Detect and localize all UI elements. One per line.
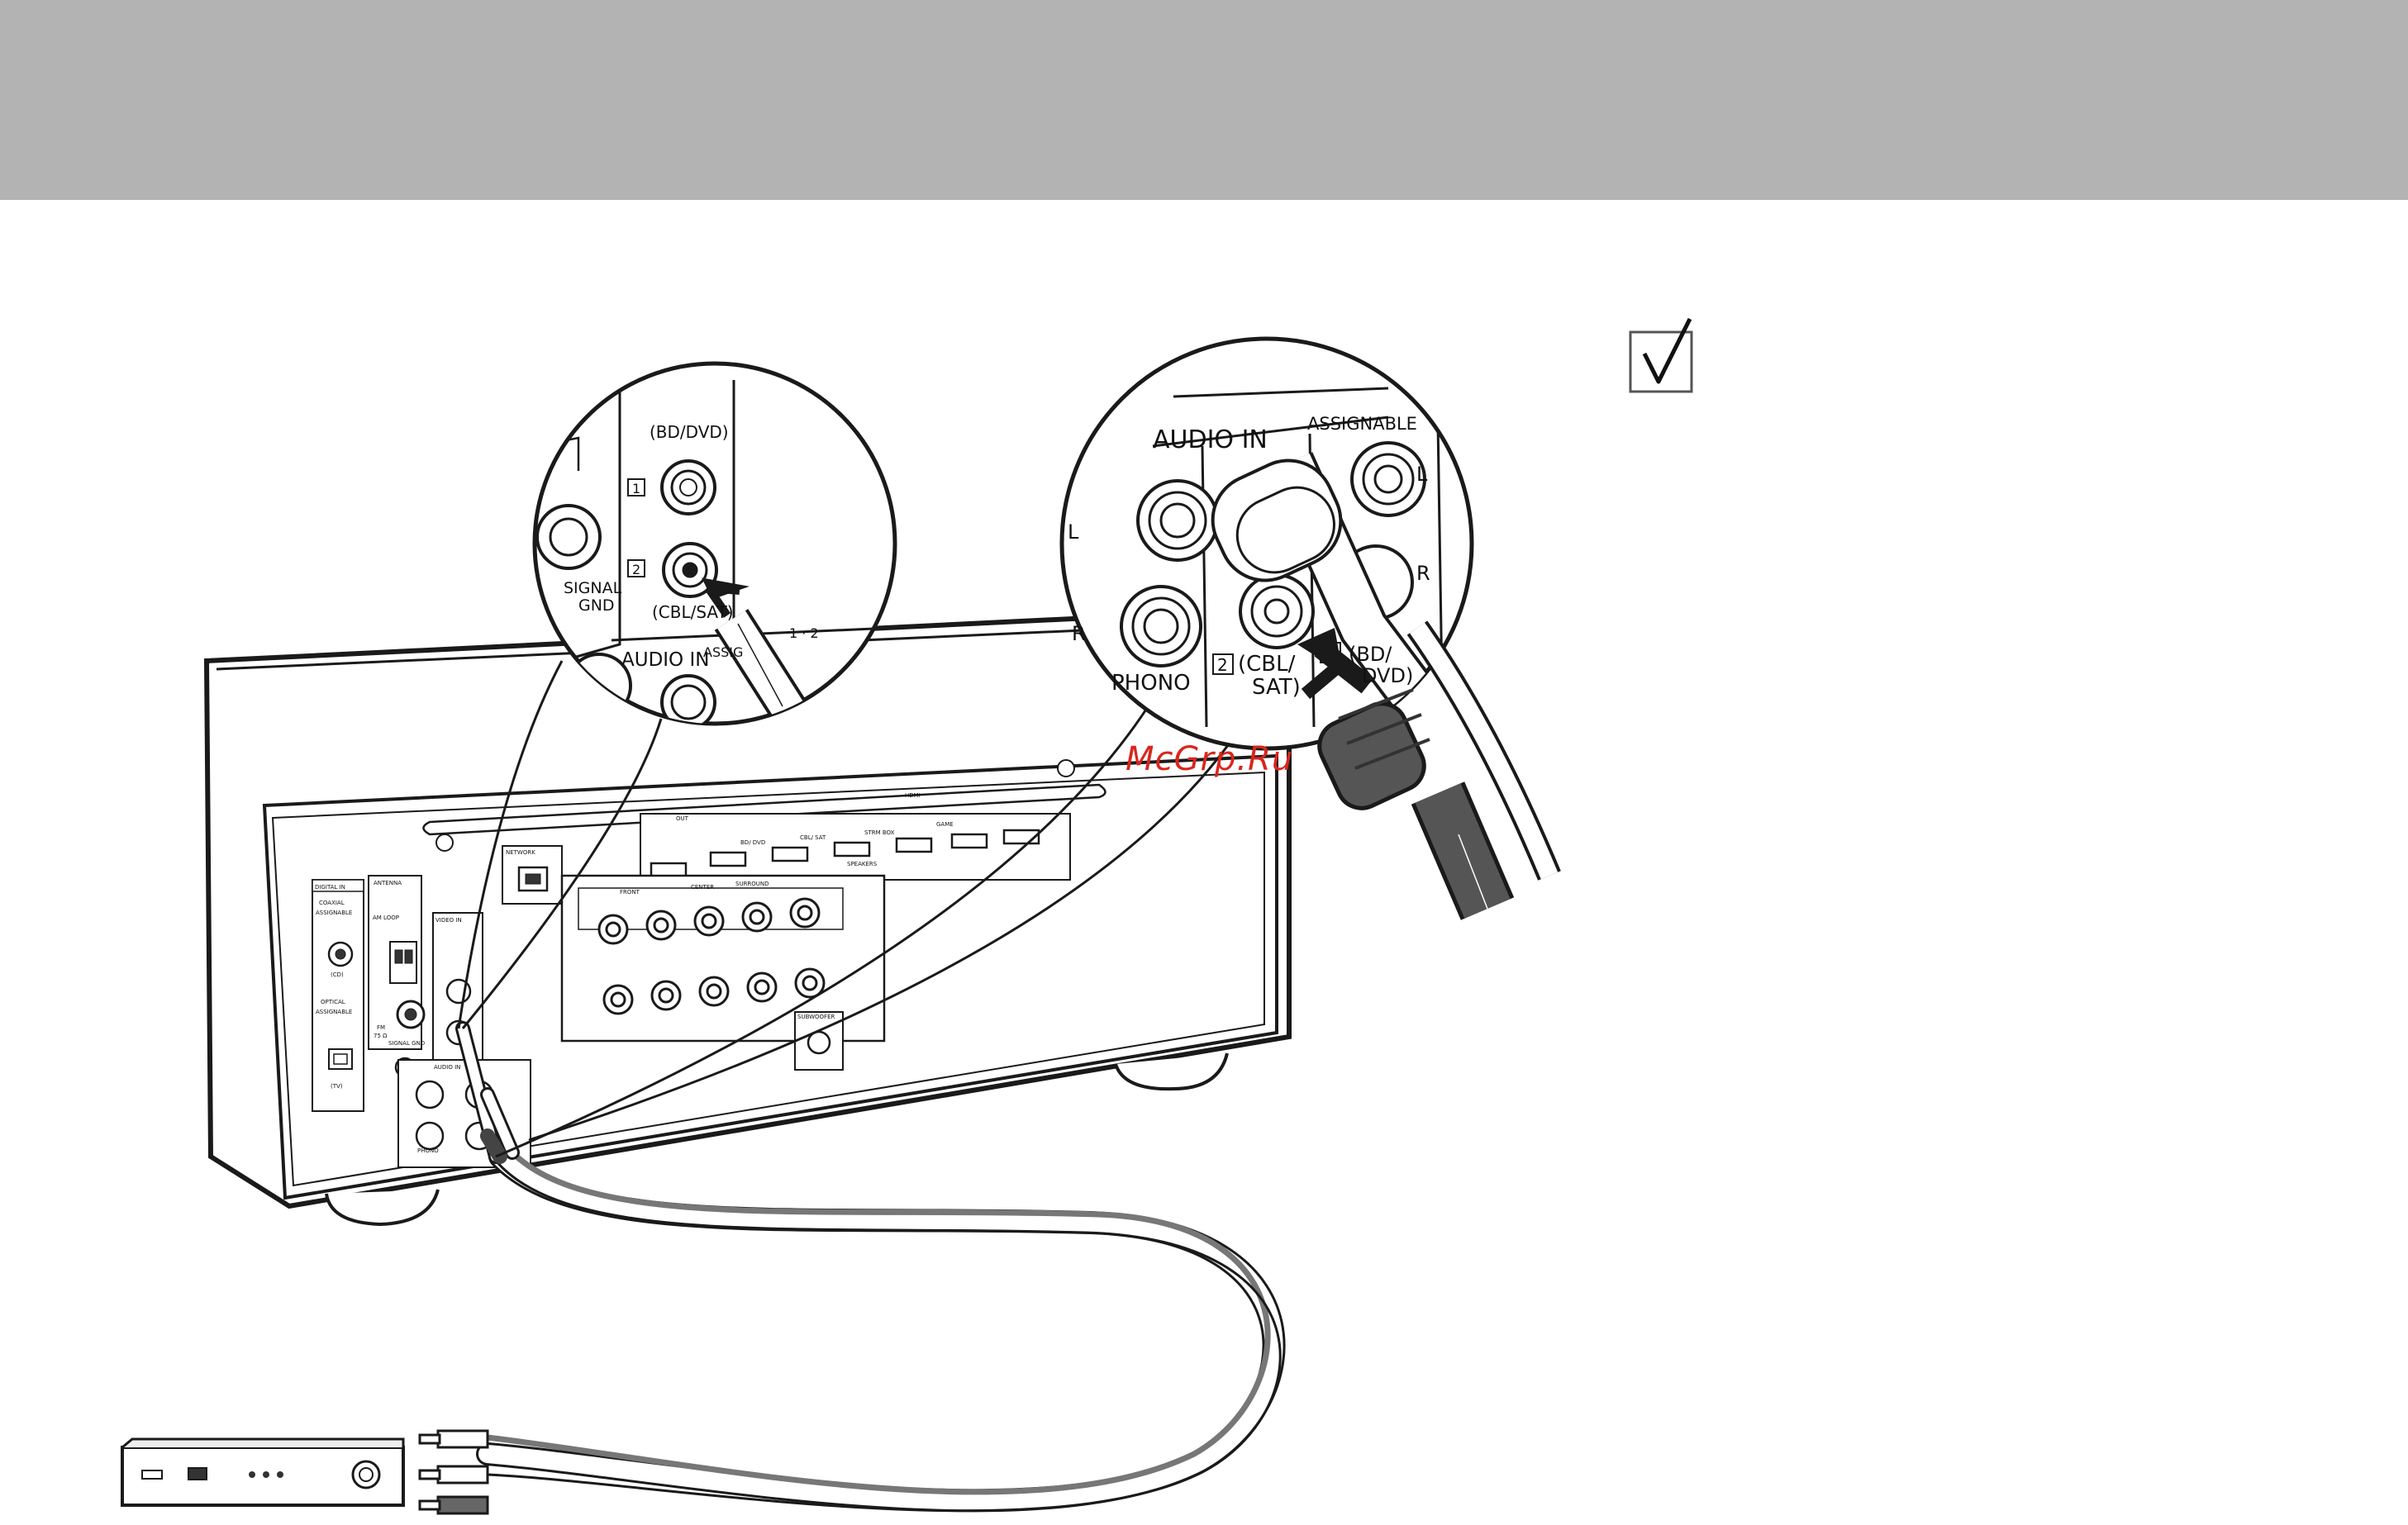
rca-plugs bbox=[418, 1429, 489, 1515]
hdmi-out-label: OUT bbox=[676, 815, 689, 822]
hdmi-game-label: GAME bbox=[936, 821, 954, 828]
zoom-left-bd-dvd-label: (BD/DVD) bbox=[650, 422, 729, 442]
watermark: McGrp.Ru bbox=[1125, 740, 1294, 778]
fm-label: FM bbox=[377, 1024, 385, 1031]
header-band bbox=[0, 0, 2408, 200]
zoom-right-sat-label: SAT) bbox=[1252, 675, 1301, 700]
checkbox-check-icon bbox=[1629, 317, 1693, 393]
zoom-right-phono-label: PHONO bbox=[1111, 671, 1191, 696]
zoom-right-left-label: L bbox=[1068, 520, 1079, 544]
surround-label: SURROUND bbox=[735, 881, 769, 887]
video-in-label: VIDEO IN bbox=[435, 917, 462, 924]
zoom-left-assign-nums-label: 1 · 2 bbox=[789, 625, 819, 641]
optical-label: OPTICAL bbox=[321, 999, 345, 1005]
antenna-panel bbox=[368, 875, 426, 1078]
hdmi-bd-dvd-label: BD/ DVD bbox=[740, 839, 765, 846]
zoom-right-dvd-label: DVD) bbox=[1362, 664, 1413, 687]
cd-label: (CD) bbox=[331, 972, 344, 978]
digital-in-panel bbox=[312, 879, 364, 1112]
network-label: NETWORK bbox=[506, 849, 535, 856]
rca-plug-zoom bbox=[1301, 620, 1561, 920]
zoom-right-jack2-label: 2 bbox=[1217, 655, 1228, 675]
phono-small-label: PHONO bbox=[417, 1147, 439, 1154]
coaxial-assignable-label: ASSIGNABLE bbox=[316, 910, 352, 916]
subwoofer-label: SUBWOOFER bbox=[797, 1014, 835, 1020]
zoom-left-audio-in-label: AUDIO IN bbox=[621, 649, 709, 671]
optical-assignable-label: ASSIGNABLE bbox=[316, 1009, 352, 1015]
audio-in-small-label: AUDIO IN bbox=[434, 1064, 460, 1071]
network-hdmi-panel bbox=[502, 813, 1071, 905]
speaker-terminals bbox=[560, 874, 886, 1071]
zoom-left bbox=[532, 361, 897, 726]
signal-gnd-label: SIGNAL GND bbox=[388, 1040, 425, 1047]
zoom-left-gnd-label: GND bbox=[578, 596, 615, 615]
zoom-left-cbl-sat-label: (CBL/SAT) bbox=[652, 602, 734, 622]
front-label: FRONT bbox=[620, 889, 640, 896]
zoom-right-bd-label: (BD/ bbox=[1349, 643, 1392, 666]
zoom-right-right-label: R bbox=[1072, 622, 1086, 645]
zoom-right-audio-in-label: AUDIO IN bbox=[1153, 425, 1268, 454]
hdmi-cbl-sat-label: CBL/ SAT bbox=[800, 834, 826, 841]
zoom-right-right2-label: R bbox=[1416, 562, 1430, 585]
coaxial-label: COAXIAL bbox=[319, 900, 345, 906]
zoom-right bbox=[1059, 336, 1474, 751]
zoom-left-assig-label: ASSIG bbox=[703, 644, 743, 660]
fm-ohm-label: 75 Ω bbox=[374, 1033, 388, 1039]
hdmi-label: HDMI bbox=[905, 792, 921, 799]
zoom-left-jack1-label: 1 bbox=[632, 481, 640, 496]
zoom-right-cbl-label: (CBL/ bbox=[1238, 652, 1296, 677]
tv-label: (TV) bbox=[331, 1083, 343, 1090]
source-device bbox=[121, 1437, 405, 1507]
zoom-right-left2-label: L bbox=[1416, 463, 1428, 486]
zoom-left-signal-label: SIGNAL bbox=[564, 579, 622, 597]
center-label: CENTER bbox=[691, 884, 714, 891]
rca-cable bbox=[455, 1021, 1286, 1513]
am-loop-label: AM LOOP bbox=[373, 915, 399, 921]
digital-in-label: DIGITAL IN bbox=[315, 884, 345, 891]
antenna-label: ANTENNA bbox=[374, 880, 402, 886]
speakers-label: SPEAKERS bbox=[847, 861, 878, 867]
hdmi-strm-box-label: STRM BOX bbox=[864, 829, 895, 836]
zoom-right-assignable-label: ASSIGNABLE bbox=[1307, 414, 1417, 434]
zoom-left-jack2-label: 2 bbox=[632, 562, 640, 577]
